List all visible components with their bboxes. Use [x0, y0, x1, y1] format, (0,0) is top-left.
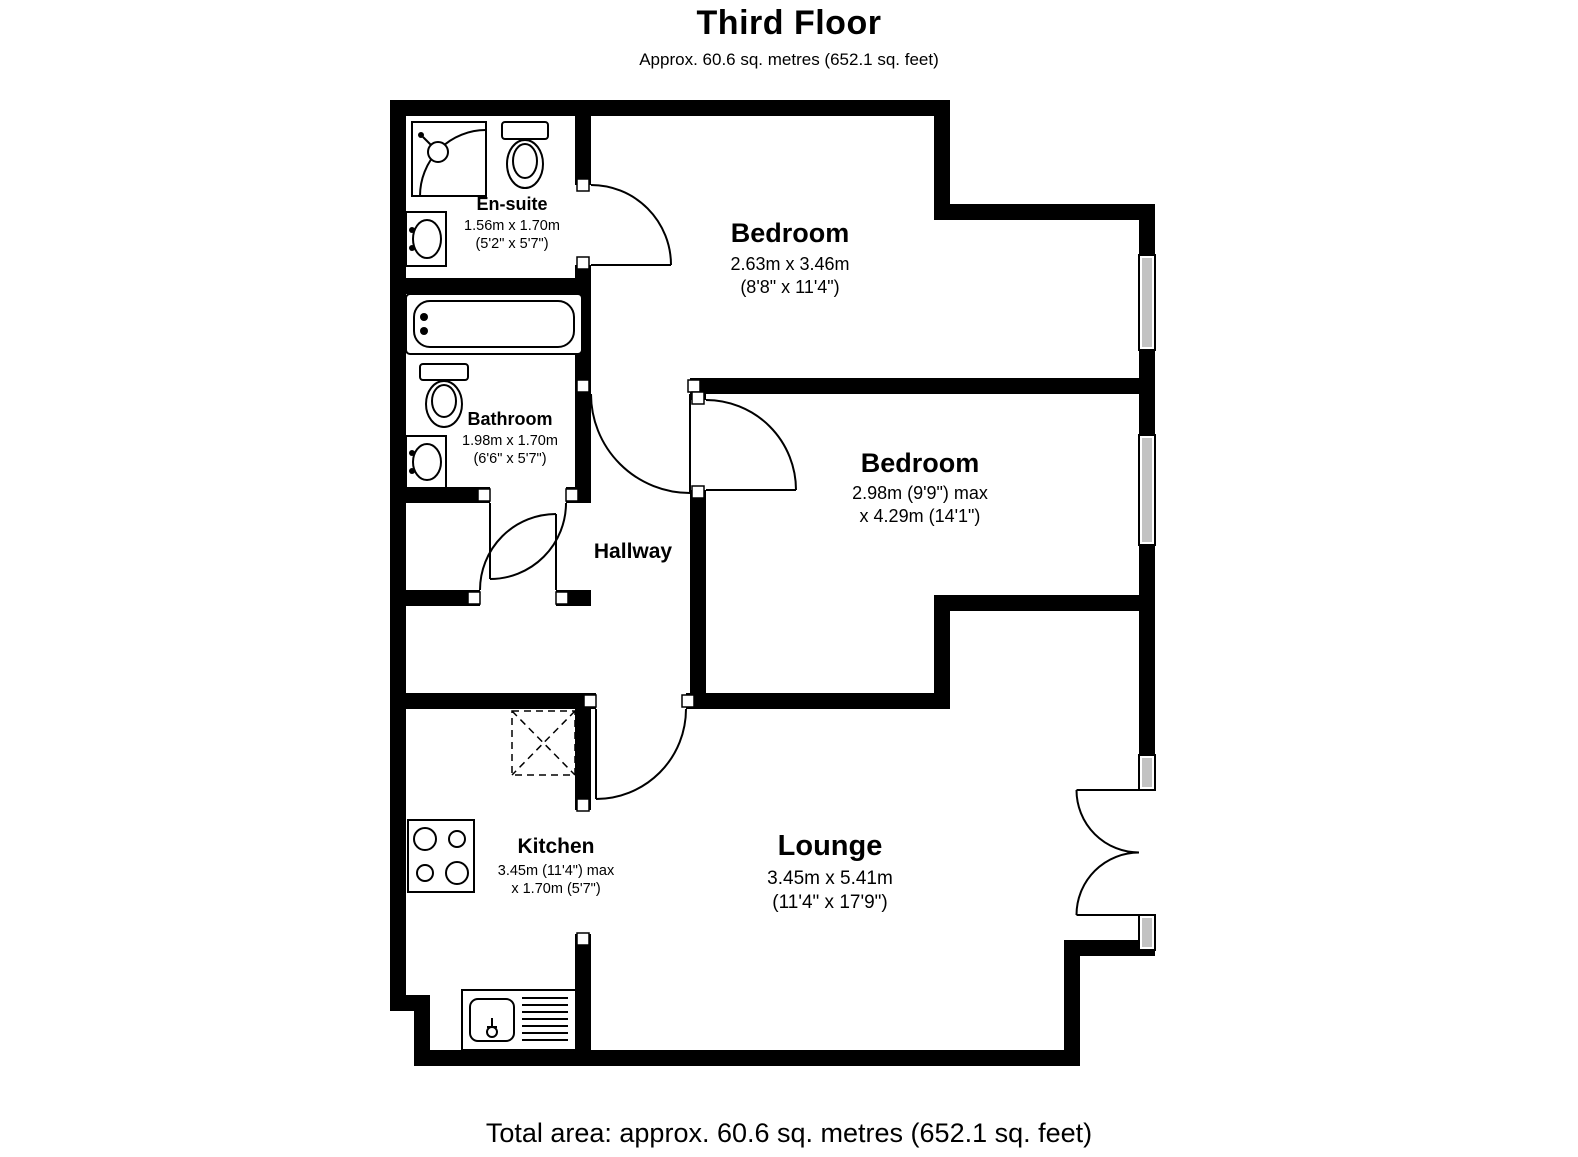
door-frame — [681, 694, 695, 708]
window-lounge-upper — [1138, 754, 1156, 791]
total-area-text: Total area: approx. 60.6 sq. metres (652… — [485, 1118, 1093, 1148]
door-hall-partition — [479, 513, 557, 591]
toilet-ensuite — [501, 121, 549, 189]
hallway-name: Hallway — [594, 540, 673, 563]
hob — [407, 819, 475, 893]
door-frame — [565, 488, 579, 502]
wall-bottom-right-vertical — [1064, 940, 1080, 1066]
wall-hall-partition-left — [390, 590, 480, 606]
wall-bottom-right-step-h — [1064, 940, 1155, 956]
windows — [1138, 254, 1156, 951]
plan-header: Third Floor Approx. 60.6 sq. metres (652… — [0, 4, 1578, 70]
wall-upper-right-vertical — [934, 100, 950, 220]
label-bedroom-1: Bedroom 2.63m x 3.46m (8'8" x 11'4") — [730, 218, 849, 297]
door-bedroom1 — [590, 393, 691, 494]
kitchen-dims-line2: x 1.70m (5'7") — [511, 881, 600, 897]
bathroom-dims-imperial: (6'6" x 5'7") — [473, 451, 546, 467]
label-ensuite: En-suite 1.56m x 1.70m (5'2" x 5'7") — [464, 194, 560, 252]
bedroom1-dims-metric: 2.63m x 3.46m — [730, 254, 849, 274]
label-hallway: Hallway — [594, 540, 673, 563]
wall-bathroom-bottom-left — [390, 487, 490, 503]
label-bathroom: Bathroom 1.98m x 1.70m (6'6" x 5'7") — [462, 409, 558, 467]
shower — [411, 121, 487, 197]
wall-kitchen-right-upper — [575, 693, 591, 810]
door-frame — [576, 256, 590, 270]
bedroom2-name: Bedroom — [861, 448, 980, 478]
ensuite-dims-imperial: (5'2" x 5'7") — [475, 236, 548, 252]
wall-bedroom2-bottom-left — [690, 693, 950, 709]
door-bedroom2 — [705, 399, 797, 491]
door-frame — [477, 488, 491, 502]
label-bedroom-2: Bedroom 2.98m (9'9") max x 4.29m (14'1") — [852, 448, 988, 526]
door-frame — [583, 694, 597, 708]
wall-bedroom2-bottom-right — [934, 595, 1155, 611]
wall-bottom — [414, 1050, 1080, 1066]
window-lounge-lower — [1138, 914, 1156, 951]
wall-bedroom1-bedroom2-divider — [690, 378, 1155, 394]
door-bathroom — [489, 502, 567, 580]
window-bedroom1 — [1138, 254, 1156, 351]
door-swings — [479, 184, 1140, 916]
wall-top-right-step — [934, 204, 1155, 220]
lounge-dims-imperial: (11'4" x 17'9") — [772, 892, 887, 913]
door-frame — [576, 178, 590, 192]
wall-bedroom2-step-vertical — [934, 595, 950, 709]
toilet-bathroom — [419, 363, 469, 428]
bedroom2-dims-line2: x 4.29m (14'1") — [860, 506, 981, 526]
page-title: Third Floor — [696, 4, 882, 42]
door-frame — [576, 379, 590, 393]
label-lounge: Lounge 3.45m x 5.41m (11'4" x 17'9") — [767, 830, 893, 913]
bathtub — [405, 293, 583, 355]
door-frame — [691, 485, 705, 499]
french-door-opening — [1138, 790, 1156, 915]
bedroom1-name: Bedroom — [731, 218, 850, 248]
ensuite-dims-metric: 1.56m x 1.70m — [464, 218, 560, 234]
bedroom2-dims-line1: 2.98m (9'9") max — [852, 483, 988, 503]
basin-bathroom — [405, 435, 447, 489]
ensuite-name: En-suite — [476, 194, 547, 214]
window-bedroom2 — [1138, 434, 1156, 546]
label-kitchen: Kitchen 3.45m (11'4") max x 1.70m (5'7") — [498, 835, 615, 897]
drainer-lines — [522, 997, 568, 1041]
kitchen-name: Kitchen — [517, 835, 594, 858]
room-labels: Bedroom 2.63m x 3.46m (8'8" x 11'4") Bed… — [462, 194, 988, 913]
door-ensuite — [590, 184, 672, 266]
door-frame — [687, 379, 701, 393]
door-frame — [467, 591, 481, 605]
wall-bottom-left-vertical — [414, 995, 430, 1066]
kitchen-unit-dashed — [511, 710, 576, 776]
bathroom-dims-metric: 1.98m x 1.70m — [462, 433, 558, 449]
door-frame — [576, 932, 590, 946]
kitchen-dims-line1: 3.45m (11'4") max — [498, 863, 615, 879]
wall-top — [390, 100, 950, 116]
door-frames — [467, 178, 705, 946]
french-doors-lounge — [1075, 789, 1140, 916]
lounge-name: Lounge — [778, 830, 883, 862]
bedroom1-dims-imperial: (8'8" x 11'4") — [740, 277, 839, 297]
wall-kitchen-right-lower — [575, 934, 591, 1066]
bathroom-name: Bathroom — [468, 409, 553, 429]
page-subtitle: Approx. 60.6 sq. metres (652.1 sq. feet) — [639, 50, 939, 69]
wall-left — [390, 100, 406, 1011]
door-lounge — [595, 708, 687, 800]
wall-hall-bottom-left — [390, 693, 596, 709]
door-frame — [576, 798, 590, 812]
door-frame — [555, 591, 569, 605]
wall-ensuite-right-upper — [575, 100, 591, 185]
door-frame — [691, 391, 705, 405]
lounge-dims-metric: 3.45m x 5.41m — [767, 868, 893, 889]
wall-ensuite-bathroom-divider — [390, 278, 591, 294]
basin-ensuite — [405, 211, 447, 267]
kitchen-sink — [461, 989, 577, 1051]
fixtures — [405, 121, 583, 1051]
wall-bedroom2-left-lower — [690, 490, 706, 709]
